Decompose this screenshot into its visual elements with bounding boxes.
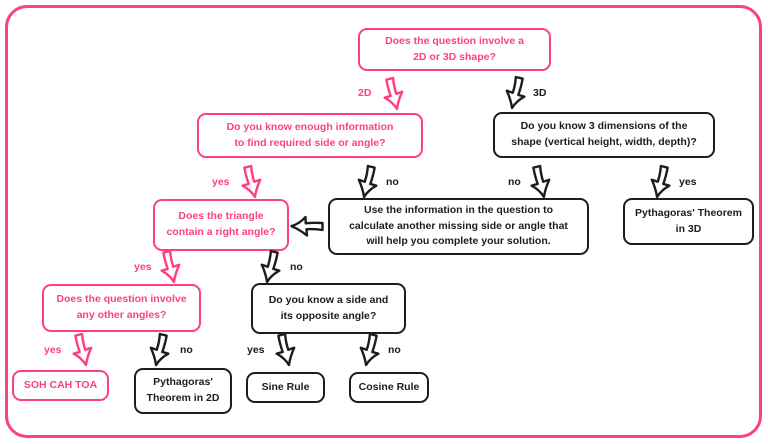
- node-text: Does the question involve any other angl…: [56, 293, 187, 321]
- node-text: Does the question involve a 2D or 3D sha…: [385, 34, 524, 63]
- arrow-no-enough-info-icon: [353, 163, 382, 201]
- arrow-use-info-to-right-angle-icon: [290, 215, 324, 237]
- label-yes: yes: [134, 261, 152, 273]
- node-text: Cosine Rule: [358, 380, 420, 393]
- label-no: no: [290, 261, 303, 273]
- arrow-2d-icon: [379, 75, 408, 113]
- node-pythagoras-2d: Pythagoras' Theorem in 2D: [134, 368, 232, 414]
- node-use-information: Use the information in the question to c…: [328, 198, 589, 255]
- label-no: no: [386, 176, 399, 188]
- arrow-no-side-opposite-icon: [355, 331, 384, 369]
- node-question-2d-3d-shape: Does the question involve a 2D or 3D sha…: [358, 28, 551, 71]
- label-no: no: [180, 344, 193, 356]
- node-text: Use the information in the question to c…: [349, 203, 568, 248]
- node-text: Does the triangle contain a right angle?: [166, 210, 276, 238]
- node-text: Do you know a side and its opposite angl…: [268, 293, 389, 322]
- arrow-yes-right-angle-icon: [156, 248, 185, 286]
- node-question-side-opposite-angle: Do you know a side and its opposite angl…: [251, 283, 406, 334]
- label-3d: 3D: [533, 87, 547, 99]
- node-question-enough-information: Do you know enough information to find r…: [197, 113, 423, 158]
- arrow-no-other-angles-icon: [145, 331, 174, 369]
- arrow-yes-3-dimensions-icon: [646, 163, 675, 201]
- node-text: Pythagoras' Theorem in 3D: [635, 206, 742, 235]
- label-no: no: [388, 344, 401, 356]
- node-question-right-angle: Does the triangle contain a right angle?: [153, 199, 289, 251]
- label-yes: yes: [679, 176, 697, 188]
- label-yes: yes: [247, 344, 265, 356]
- arrow-no-right-angle-icon: [256, 248, 285, 286]
- node-text: Pythagoras' Theorem in 2D: [146, 376, 220, 404]
- arrow-no-3-dimensions-icon: [526, 163, 555, 201]
- node-sine-rule: Sine Rule: [246, 372, 325, 403]
- node-question-3-dimensions: Do you know 3 dimensions of the shape (v…: [493, 112, 715, 158]
- arrow-yes-other-angles-icon: [68, 331, 97, 369]
- arrow-yes-side-opposite-icon: [271, 331, 300, 369]
- node-cosine-rule: Cosine Rule: [349, 372, 429, 403]
- node-text: Sine Rule: [261, 380, 310, 393]
- node-soh-cah-toa: SOH CAH TOA: [12, 370, 109, 401]
- node-question-other-angles: Does the question involve any other angl…: [42, 284, 201, 332]
- arrow-yes-enough-info-icon: [237, 163, 266, 201]
- node-pythagoras-3d: Pythagoras' Theorem in 3D: [623, 198, 754, 245]
- label-2d: 2D: [358, 87, 372, 99]
- label-yes: yes: [212, 176, 230, 188]
- node-text: Do you know 3 dimensions of the shape (v…: [511, 120, 697, 148]
- label-yes: yes: [44, 344, 62, 356]
- node-text: SOH CAH TOA: [23, 378, 98, 391]
- node-text: Do you know enough information to find r…: [226, 120, 394, 149]
- label-no: no: [508, 176, 521, 188]
- arrow-3d-icon: [501, 74, 530, 112]
